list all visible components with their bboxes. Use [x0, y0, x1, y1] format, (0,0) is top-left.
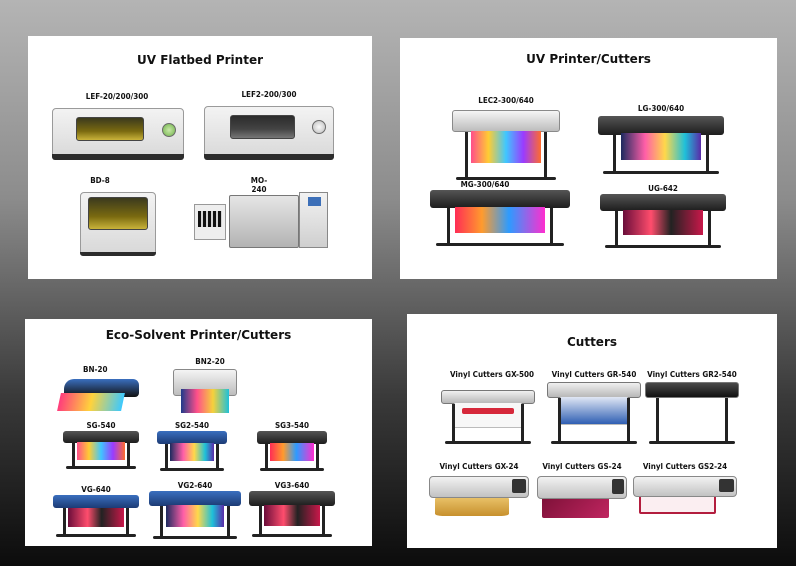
- panel-title: UV Flatbed Printer: [136, 53, 263, 67]
- roll-printer-image: [257, 431, 327, 471]
- panel-title: Cutters: [566, 335, 618, 349]
- flatbed-printer-image: [204, 106, 334, 160]
- product-label: Vinyl Cutters GR-540: [551, 370, 637, 379]
- product-label: LG-300/640: [637, 104, 685, 113]
- vinyl-cutter-image: [441, 390, 535, 444]
- product-gr2-540[interactable]: Vinyl Cutters GR2-540: [645, 370, 739, 444]
- product-label: LEC2-300/640: [478, 96, 534, 105]
- roll-printer-image: [598, 116, 724, 174]
- product-label: Vinyl Cutters GS2-24: [642, 462, 728, 471]
- product-bd-8[interactable]: BD-8: [78, 176, 158, 256]
- product-label: VG3-640: [274, 481, 310, 490]
- product-label: Vinyl Cutters GX-24: [439, 462, 519, 471]
- desktop-cutter-image: [537, 476, 627, 518]
- desktop-cutter-image: [633, 476, 737, 514]
- product-vg3-640[interactable]: VG3-640: [249, 481, 335, 537]
- desktop-printer-image: [173, 369, 237, 413]
- product-label: SG2-540: [174, 421, 210, 430]
- panel-cutters: Cutters Vinyl Cutters GX-500 Vinyl Cutte…: [407, 314, 777, 548]
- panel-uv-flatbed: UV Flatbed Printer LEF-20/200/300 LEF2-2…: [28, 36, 372, 279]
- product-gx-24[interactable]: Vinyl Cutters GX-24: [429, 462, 529, 516]
- product-label: VG2-640: [177, 481, 213, 490]
- product-mo-240[interactable]: MO-240: [194, 176, 328, 252]
- roll-printer-image: [249, 491, 335, 537]
- product-label: MG-300/640: [460, 180, 510, 189]
- product-gs-24[interactable]: Vinyl Cutters GS-24: [537, 462, 627, 518]
- desktop-printer-image: [57, 375, 139, 411]
- product-label: MO-240: [250, 176, 268, 194]
- panel-uv-printer-cutters: UV Printer/Cutters LEC2-300/640 LG-300/6…: [400, 38, 777, 279]
- vinyl-cutter-image: [645, 382, 739, 444]
- product-label: BN2-20: [195, 357, 225, 366]
- roll-printer-image: [452, 110, 560, 180]
- product-gs2-24[interactable]: Vinyl Cutters GS2-24: [633, 462, 737, 514]
- product-label: Vinyl Cutters GX-500: [449, 370, 534, 379]
- product-label: Vinyl Cutters GS-24: [542, 462, 622, 471]
- desktop-cutter-image: [429, 476, 529, 516]
- object-printer-image: [194, 190, 328, 252]
- product-lef2-200[interactable]: LEF2-200/300: [202, 90, 336, 160]
- product-gx-500[interactable]: Vinyl Cutters GX-500: [441, 370, 535, 444]
- product-lec2-300[interactable]: LEC2-300/640: [452, 96, 560, 180]
- product-label: UG-642: [648, 184, 678, 193]
- product-label: SG-540: [86, 421, 116, 430]
- product-label: SG3-540: [274, 421, 310, 430]
- product-label: BN-20: [83, 365, 108, 374]
- roll-printer-image: [149, 491, 241, 539]
- roll-printer-image: [600, 194, 726, 248]
- product-lg-300[interactable]: LG-300/640: [598, 104, 724, 174]
- product-ug-642[interactable]: UG-642: [600, 184, 726, 248]
- product-label: Vinyl Cutters GR2-540: [647, 370, 737, 379]
- product-label: LEF2-200/300: [241, 90, 297, 99]
- product-mg-300[interactable]: MG-300/640: [430, 180, 570, 246]
- flatbed-printer-image: [52, 108, 184, 160]
- panel-eco-solvent: Eco-Solvent Printer/Cutters BN-20 BN2-20…: [25, 319, 372, 546]
- roll-printer-image: [157, 431, 227, 471]
- product-sg2-540[interactable]: SG2-540: [157, 421, 227, 471]
- roll-printer-image: [63, 431, 139, 469]
- roll-printer-image: [430, 190, 570, 246]
- product-label: BD-8: [90, 176, 110, 185]
- panel-title: Eco-Solvent Printer/Cutters: [105, 328, 292, 342]
- product-vg-640[interactable]: VG-640: [53, 485, 139, 537]
- product-lef-20[interactable]: LEF-20/200/300: [48, 92, 186, 160]
- product-sg-540[interactable]: SG-540: [63, 421, 139, 469]
- product-bn2-20[interactable]: BN2-20: [173, 357, 237, 413]
- product-bn-20[interactable]: BN-20: [57, 365, 149, 411]
- product-gr-540[interactable]: Vinyl Cutters GR-540: [547, 370, 641, 444]
- roll-printer-image: [53, 495, 139, 537]
- product-label: LEF-20/200/300: [85, 92, 149, 101]
- vinyl-cutter-image: [547, 382, 641, 444]
- product-label: VG-640: [81, 485, 111, 494]
- product-sg3-540[interactable]: SG3-540: [257, 421, 327, 471]
- desktop-printer-image: [80, 192, 156, 256]
- product-vg2-640[interactable]: VG2-640: [149, 481, 241, 539]
- panel-title: UV Printer/Cutters: [526, 52, 651, 66]
